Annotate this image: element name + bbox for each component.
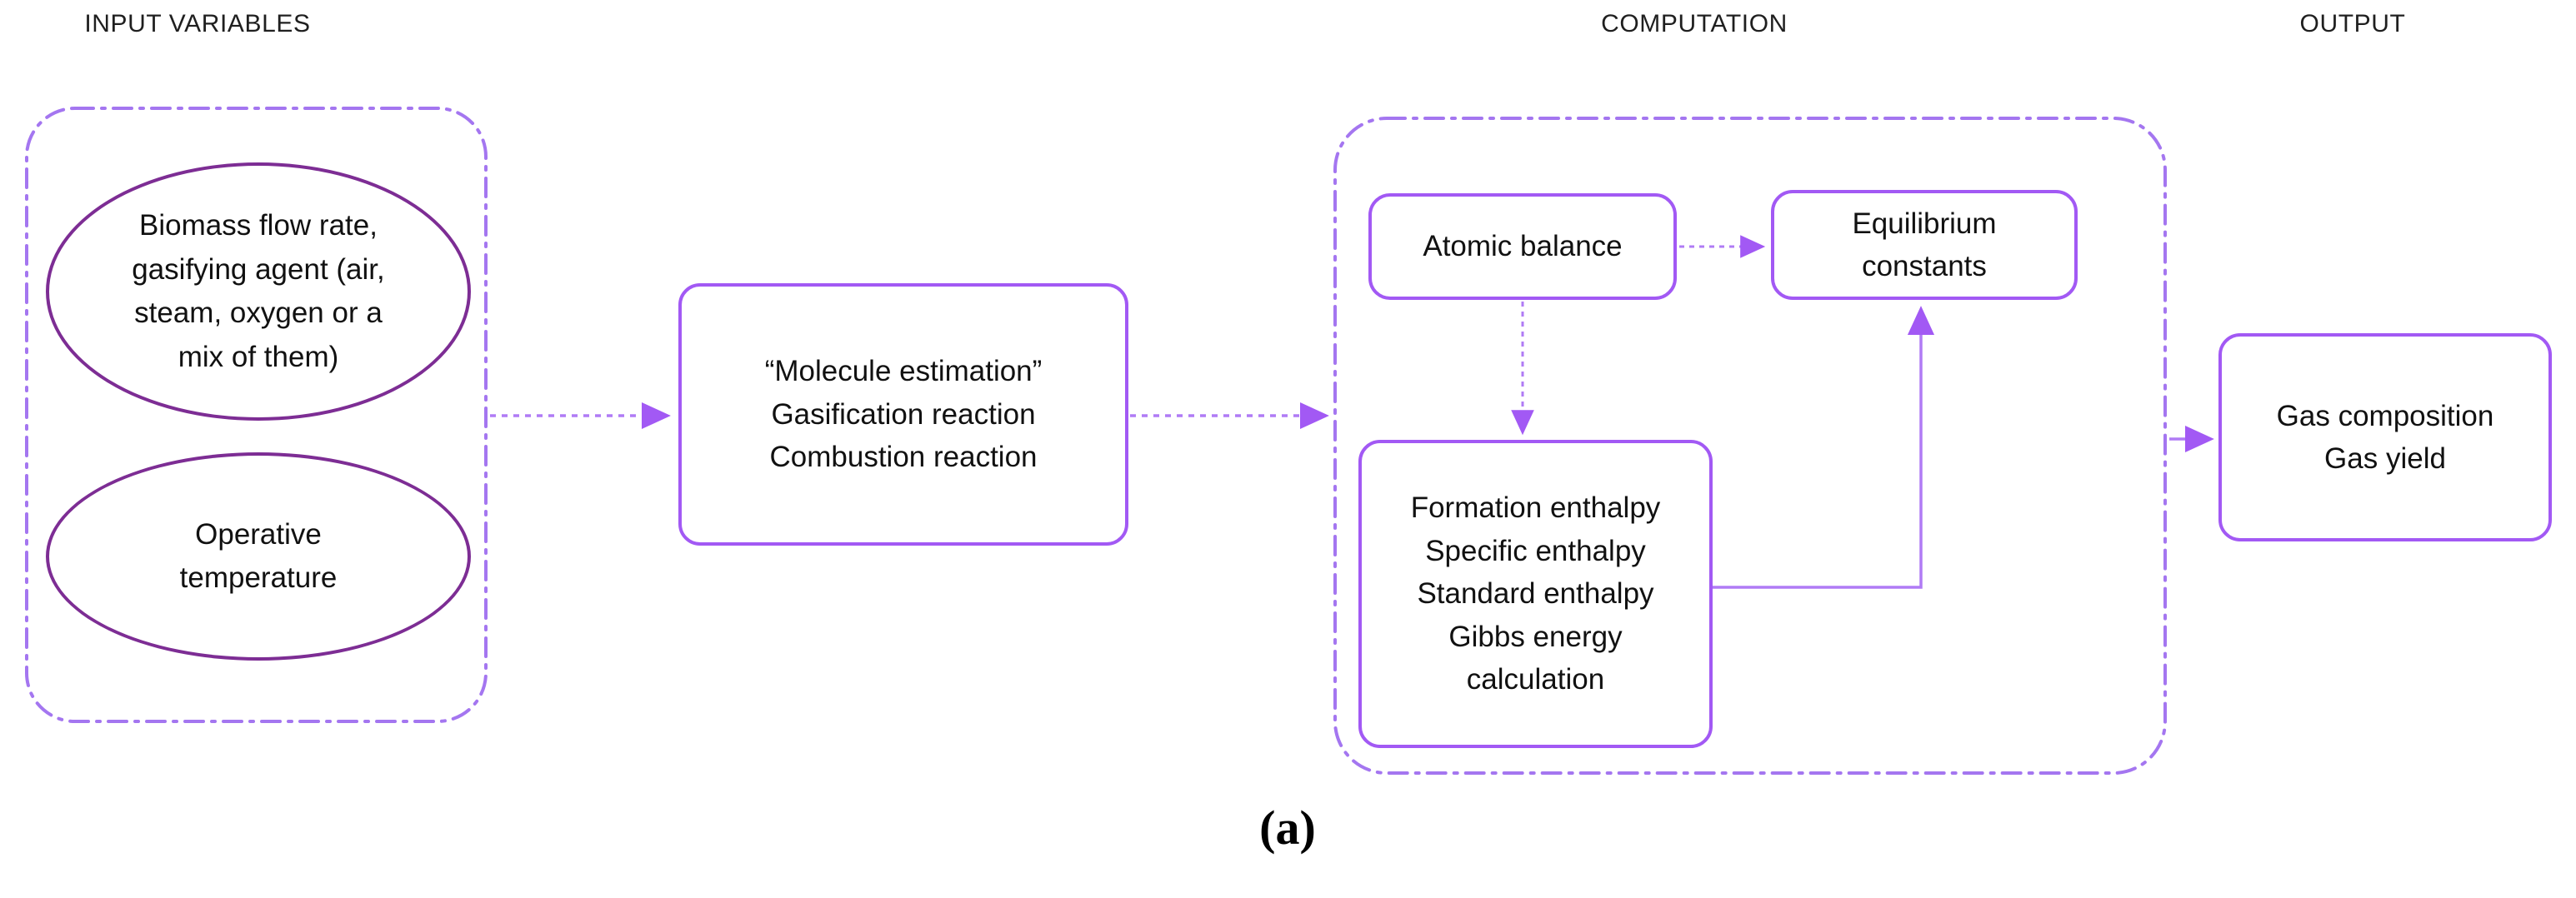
feedstock-line-1: Biomass flow rate,	[139, 209, 378, 242]
molecule-line-3: Combustion reaction	[769, 441, 1038, 474]
input-variables-group-boundary	[25, 107, 488, 723]
output-line-2: Gas yield	[2324, 442, 2446, 475]
molecule-line-1: “Molecule estimation”	[764, 355, 1043, 388]
feedstock-line-4: mix of them)	[178, 340, 339, 373]
feedstock-line-3: steam, oxygen or a	[134, 297, 383, 329]
atomic-balance-label: Atomic balance	[1423, 230, 1623, 263]
node-enthalpy-calculation[interactable]: Formation enthalpy Specific enthalpy Sta…	[1358, 440, 1713, 748]
enthalpy-line-2: Specific enthalpy	[1425, 534, 1646, 567]
molecule-line-2: Gasification reaction	[771, 397, 1036, 431]
section-header-computation: COMPUTATION	[1601, 10, 1788, 37]
enthalpy-line-5: calculation	[1466, 663, 1605, 696]
enthalpy-line-1: Formation enthalpy	[1410, 491, 1661, 525]
figure-caption: (a)	[1259, 801, 1316, 855]
output-line-1: Gas composition	[2276, 399, 2494, 432]
enthalpy-line-3: Standard enthalpy	[1417, 577, 1654, 611]
equilibrium-line-2: constants	[1862, 250, 1987, 282]
node-atomic-balance[interactable]: Atomic balance	[1368, 193, 1677, 300]
node-equilibrium-constants[interactable]: Equilibrium constants	[1771, 190, 2078, 300]
temperature-line-2: temperature	[179, 561, 338, 594]
temperature-line-1: Operative	[195, 517, 322, 551]
section-header-output: OUTPUT	[2299, 10, 2406, 37]
computation-group-boundary	[1333, 117, 2167, 775]
equilibrium-line-1: Equilibrium	[1852, 207, 1997, 240]
feedstock-line-2: gasifying agent (air,	[132, 252, 385, 286]
input-node-operative-temperature[interactable]: Operative temperature	[46, 452, 471, 661]
node-gas-results[interactable]: Gas composition Gas yield	[2218, 333, 2552, 541]
node-molecule-estimation[interactable]: “Molecule estimation” Gasification react…	[678, 283, 1128, 546]
enthalpy-line-4: Gibbs energy	[1448, 620, 1623, 653]
section-header-input-variables: INPUT VARIABLES	[84, 10, 311, 37]
input-node-feedstock[interactable]: Biomass flow rate, gasifying agent (air,…	[46, 162, 471, 421]
